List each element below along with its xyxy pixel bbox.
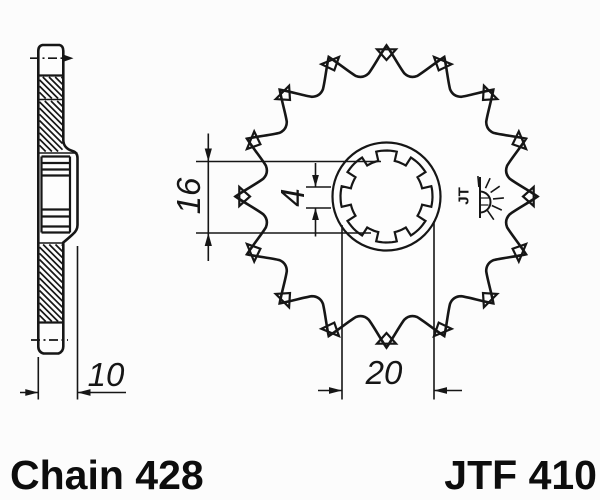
sun-ray: [490, 185, 501, 194]
sun-ray: [491, 204, 503, 211]
section-hatching: [38, 76, 64, 323]
sun-ray: [486, 210, 495, 221]
footer-chain-label: Chain 428: [10, 452, 204, 498]
jt-logo: JT: [456, 176, 504, 221]
dim-10-label: 10: [88, 356, 125, 393]
hub-circle: [331, 141, 442, 252]
side-view: 10: [20, 43, 126, 400]
logo-jt-text: JT: [456, 187, 473, 205]
footer: Chain 428 JTF 410: [10, 452, 597, 498]
dim-4-label: 4: [274, 188, 311, 206]
footer-model-label: JTF 410: [444, 452, 597, 498]
spline-bore: [339, 149, 434, 244]
sun-shade-lines: [481, 197, 490, 206]
sun-ray: [492, 197, 504, 200]
spline-hub-bands: [40, 155, 72, 234]
rising-sun-icon: [479, 190, 492, 214]
dim-10: 10: [20, 246, 126, 400]
sun-ray: [484, 177, 491, 189]
sun-rays: [477, 176, 504, 221]
front-view: 16 4 20 JT: [25, 43, 540, 400]
dim-20: 20: [318, 221, 462, 400]
sun-ray: [477, 176, 480, 188]
dim-20-label: 20: [365, 354, 403, 391]
tooth-tip-chamfers: [238, 48, 535, 345]
dim-16-label: 16: [170, 177, 207, 214]
sprocket-outline: [233, 43, 540, 350]
